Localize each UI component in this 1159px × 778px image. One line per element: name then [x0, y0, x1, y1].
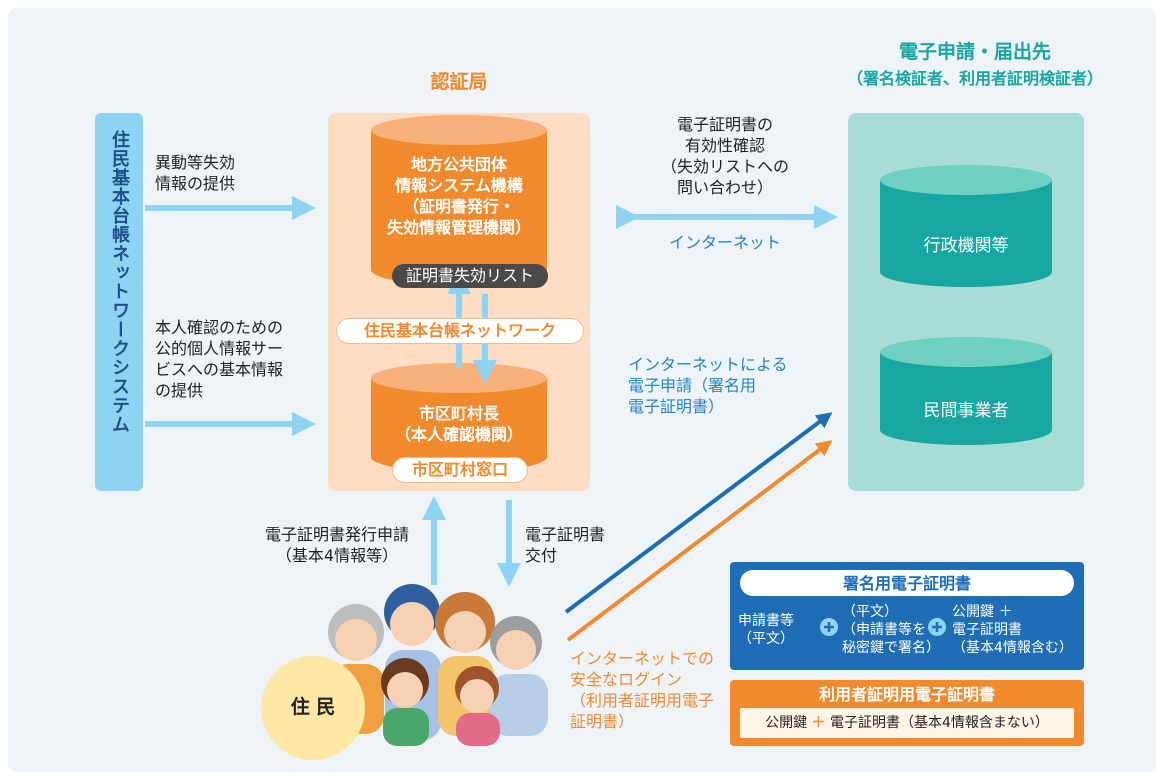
- gov-cylinder: [880, 165, 1052, 287]
- internet-text: インターネット: [668, 233, 781, 252]
- destination-subtitle: （署名検証者、利用者証明検証者）: [846, 69, 1103, 88]
- private-label: 民間事業者: [923, 401, 1009, 421]
- residents-illustration: [328, 584, 548, 746]
- arrow-e-application: [564, 412, 833, 614]
- validity-check-text: 電子証明書の 有効性確認 （失効リストへの 問い合わせ）: [660, 115, 789, 197]
- user-cert-content: 公開鍵 ＋ 電子証明書（基本4情報含まない）: [740, 713, 1074, 733]
- arrow-secure-login: [566, 440, 833, 642]
- signing-cert-title: 署名用電子証明書: [842, 574, 971, 593]
- mayor-cylinder: [371, 363, 547, 472]
- destination-title: 電子申請・届出先: [898, 41, 1051, 63]
- plus-icon-glyph: [824, 622, 834, 632]
- plus-icon-glyph: [932, 622, 942, 632]
- basic-info-text: 本人確認のための 公的個人情報サー ビスへの基本情報 の提供: [155, 318, 284, 400]
- user-cert-title: 利用者証明用電子証明書: [818, 685, 995, 704]
- signing-cert-item1: 申請書等 （平文）: [738, 613, 794, 647]
- gov-label: 行政機関等: [923, 236, 1009, 256]
- issue-text: 電子証明書 交付: [525, 525, 606, 565]
- revocation-info-text: 異動等失効 情報の提供: [155, 153, 236, 193]
- revocation-list-badge: 証明書失効リスト: [392, 264, 548, 288]
- network-badge: 住民基本台帳ネットワーク: [336, 318, 584, 344]
- jlis-cylinder: [371, 115, 547, 285]
- system-bar: [95, 113, 143, 491]
- ca-title: 認証局: [430, 71, 488, 93]
- system-label: 住民基本台帳ネットワークシステム: [95, 130, 143, 480]
- mayor-label: 市区町村長 （本人確認機関）: [394, 404, 523, 444]
- user-cert-cert: 電子証明書（基本4情報含まない）: [829, 715, 1049, 731]
- secure-login-text: インターネットでの 安全なログイン （利用者証明用電子 証明書）: [570, 649, 715, 731]
- jlis-label: 地方公共団体 情報システム機構 （証明書発行・ 失効情報管理機関）: [386, 155, 531, 237]
- user-cert-public-key: 公開鍵: [765, 715, 808, 731]
- residents-label: 住 民: [290, 696, 336, 718]
- issue-request-text: 電子証明書発行申請 （基本4情報等）: [264, 525, 409, 565]
- signing-cert-item2: （平文） （申請書等を 秘密鍵で署名）: [842, 604, 940, 656]
- user-cert-plus: ＋: [811, 715, 826, 731]
- residents-circle: [261, 656, 365, 760]
- signing-cert-item3: 公開鍵 ＋ 電子証明書 （基本4情報含む）: [952, 604, 1073, 656]
- private-cylinder: [880, 337, 1052, 445]
- internet-application-text: インターネットによる 電子申請（署名用 電子証明書）: [628, 355, 788, 416]
- window-badge: 市区町村窓口: [392, 457, 528, 483]
- system-label-text: 住民基本台帳ネットワークシステム: [109, 130, 130, 434]
